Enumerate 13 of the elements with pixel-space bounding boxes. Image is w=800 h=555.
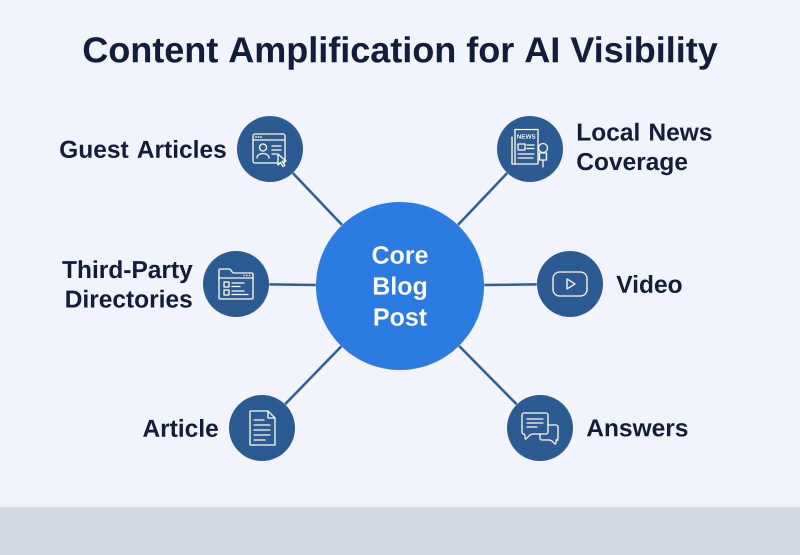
connector-line <box>284 346 342 405</box>
connector-line <box>458 345 518 406</box>
connector-line <box>457 172 508 226</box>
title: Content Amplification for AI Visibility <box>84 36 718 70</box>
node-label: Answers <box>586 419 688 437</box>
node-label: Guest Articles <box>60 140 226 158</box>
node-label: Third-Party Directories <box>62 260 193 308</box>
node-label: Article <box>143 419 218 437</box>
node-label: Local News Coverage <box>577 122 712 176</box>
connector-line <box>269 283 316 286</box>
connector-line <box>292 172 343 226</box>
node-label: Video <box>616 275 682 293</box>
connector-line <box>484 283 537 286</box>
